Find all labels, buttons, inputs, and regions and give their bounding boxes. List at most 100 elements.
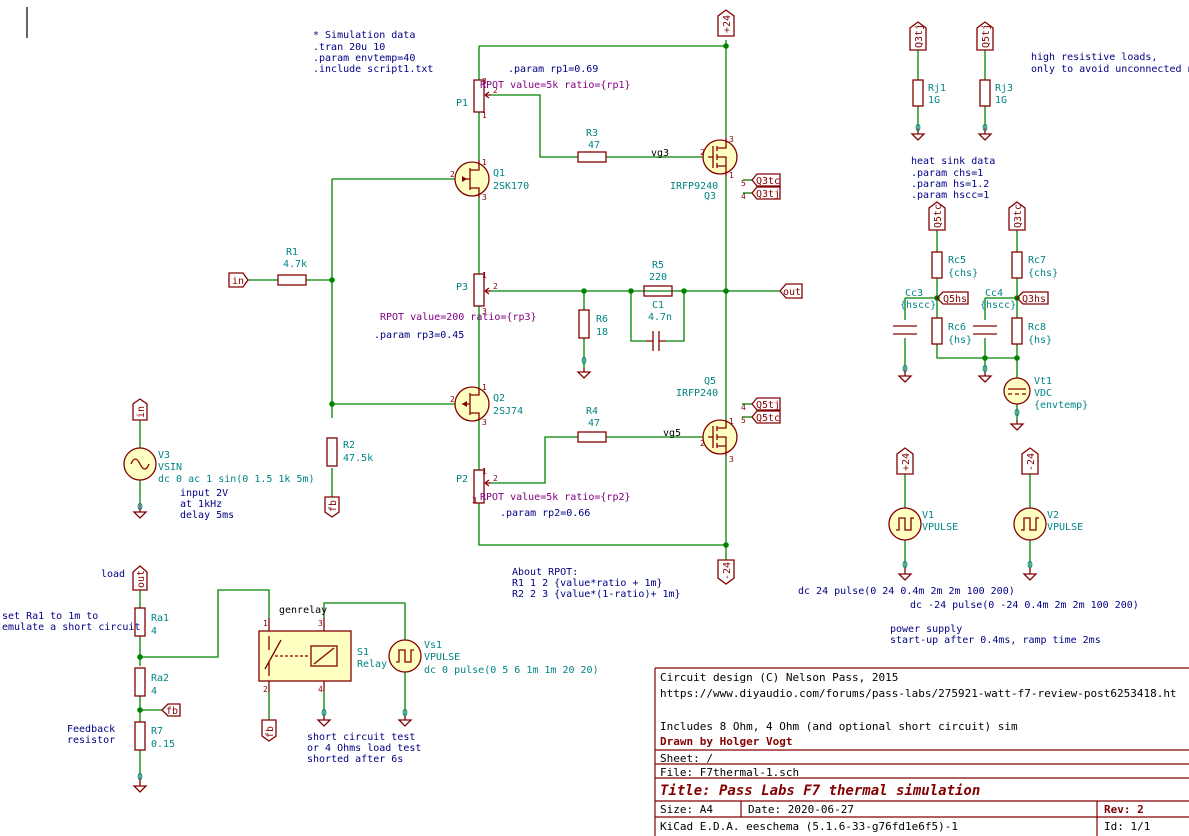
svg-text:5: 5 (741, 416, 746, 425)
label-fb-load[interactable]: fb (161, 703, 181, 717)
resistor-ra2[interactable]: Ra2 4 (134, 667, 169, 697)
label-q3tc[interactable]: Q3tc (751, 173, 781, 187)
svg-text:Rc5: Rc5 (948, 255, 966, 266)
potentiometer-p3[interactable]: 123 P3 RPOT value=200 ratio={rp3} (380, 271, 537, 323)
svg-text:dc 0 pulse(0 5 6 1m 1m 20 20): dc 0 pulse(0 5 6 1m 1m 20 20) (424, 665, 599, 676)
svg-text:S1: S1 (357, 647, 369, 658)
label-q5tc[interactable]: Q5tc (751, 410, 781, 424)
resistor-rc6[interactable]: Rc6 {hs} (931, 317, 972, 346)
loads-note: high resistive loads, only to avoid unco… (1031, 52, 1189, 75)
svg-text:Vt1: Vt1 (1034, 376, 1052, 387)
svg-text:18: 18 (596, 327, 608, 338)
tb-rev: Rev: 2 (1104, 803, 1144, 816)
power-flag-p24-top[interactable]: +24 (717, 9, 735, 37)
svg-text:VSIN: VSIN (158, 462, 182, 473)
resistor-rc5[interactable]: Rc5 {chs} (931, 251, 978, 279)
svg-text:.param chs=1: .param chs=1 (911, 168, 983, 179)
label-q5hs[interactable]: Q5hs (936, 291, 969, 305)
svg-text:R4: R4 (586, 406, 598, 417)
mosfet-q3[interactable]: 321 54 IRFP9240 Q3 (670, 135, 746, 202)
resistor-r7[interactable]: R7 0.15 (134, 721, 175, 751)
resistor-r1[interactable]: R1 4.7k (277, 247, 307, 286)
svg-text:.param hscc=1: .param hscc=1 (911, 190, 989, 201)
label-q5tj-rj3[interactable]: Q5tj (976, 21, 994, 51)
svg-text:VPULSE: VPULSE (922, 522, 958, 533)
svg-text:fb: fb (166, 706, 178, 717)
mosfet-q5[interactable]: 123 45 Q5 IRFP240 (676, 376, 746, 464)
svg-text:3: 3 (729, 455, 734, 464)
resistor-rc7[interactable]: Rc7 {chs} (1011, 251, 1058, 279)
label-q3tj-rj1[interactable]: Q3tj (909, 21, 927, 51)
resistor-rj1[interactable]: Rj1 1G (912, 79, 946, 107)
label-in[interactable]: in (228, 272, 249, 288)
source-vs1[interactable]: Vs1 VPULSE dc 0 pulse(0 5 6 1m 1m 20 20) (388, 639, 599, 676)
svg-text:2: 2 (493, 474, 498, 483)
label-q3hs[interactable]: Q3hs (1016, 291, 1049, 305)
svg-text:0: 0 (1027, 560, 1033, 571)
capacitor-cc4[interactable]: Cc4 {hscc} (973, 288, 1016, 335)
label-in-v3[interactable]: in (132, 398, 148, 421)
svg-text:VPULSE: VPULSE (1047, 522, 1083, 533)
power-flag-m24-v2[interactable]: -24 (1021, 447, 1039, 475)
resistor-r5[interactable]: R5 220 (643, 260, 673, 297)
svg-text:2: 2 (450, 395, 455, 404)
svg-text:3: 3 (472, 496, 477, 505)
source-v2[interactable]: V2 VPULSE (1013, 507, 1083, 541)
source-v3[interactable]: V3 VSIN dc 0 ac 1 sin(0 1.5 1k 5m) (123, 447, 315, 485)
title-block: Circuit design (C) Nelson Pass, 2015 htt… (654, 667, 1189, 836)
label-q5tc-rc5[interactable]: Q5tc (928, 201, 946, 231)
capacitor-c1[interactable]: C1 4.7n (646, 300, 672, 351)
resistor-rj3[interactable]: Rj3 1G (979, 79, 1013, 107)
jfet-q2[interactable]: 123 Q2 2SJ74 (450, 383, 523, 427)
potentiometer-p1[interactable]: 321 P1 RPOT value=5k ratio={rp1} (456, 77, 631, 120)
resistor-rc8[interactable]: Rc8 {hs} (1011, 317, 1052, 346)
source-vt1[interactable]: Vt1 VDC {envtemp} (1003, 376, 1088, 411)
svg-text:out: out (136, 570, 147, 588)
svg-text:out: out (783, 287, 801, 298)
svg-text:2: 2 (263, 685, 268, 694)
svg-text:2SJ74: 2SJ74 (493, 406, 523, 417)
ground-v2: 0 (1022, 560, 1038, 581)
power-flag-p24-v1[interactable]: +24 (896, 447, 914, 475)
svg-text:fb: fb (265, 726, 276, 738)
resistor-ra1[interactable]: Ra1 4 (134, 607, 169, 637)
svg-text:2: 2 (493, 86, 498, 95)
svg-text:1: 1 (729, 171, 734, 180)
resistor-r2[interactable]: R2 47.5k (326, 437, 373, 467)
resistor-r3[interactable]: R3 47 (577, 128, 607, 163)
svg-text:{chs}: {chs} (948, 268, 978, 279)
svg-text:220: 220 (649, 272, 667, 283)
svg-text:.tran 20u 10: .tran 20u 10 (313, 42, 385, 53)
label-q3tc-rc7[interactable]: Q3tc (1008, 201, 1026, 231)
potentiometer-p2[interactable]: 123 P2 RPOT value=5k ratio={rp2} (456, 467, 631, 505)
svg-text:1: 1 (482, 111, 487, 120)
label-out[interactable]: out (779, 283, 803, 299)
resistor-r4[interactable]: R4 47 (577, 406, 607, 443)
source-v1[interactable]: V1 VPULSE (888, 507, 958, 541)
svg-text:1: 1 (729, 417, 734, 426)
svg-text:5: 5 (741, 179, 746, 188)
label-q5tj[interactable]: Q5tj (751, 397, 781, 411)
capacitor-cc3[interactable]: Cc3 {hscc} (893, 288, 936, 335)
svg-text:3: 3 (318, 619, 323, 628)
svg-text:.param envtemp=40: .param envtemp=40 (313, 53, 415, 64)
ground-cc4: 0 (977, 364, 993, 383)
svg-text:{hs}: {hs} (1028, 335, 1052, 346)
label-out-load[interactable]: out (132, 565, 148, 591)
power-flag-m24-mid[interactable]: -24 (717, 559, 735, 585)
svg-text:0: 0 (137, 502, 143, 513)
svg-text:input 2V: input 2V (180, 488, 228, 499)
jfet-q1[interactable]: 123 Q1 2SK170 (450, 158, 529, 202)
svg-text:Q5tc: Q5tc (756, 413, 780, 424)
svg-text:0: 0 (321, 708, 327, 719)
svg-text:0: 0 (902, 560, 908, 571)
label-q3tj[interactable]: Q3tj (751, 186, 781, 200)
svg-text:47: 47 (588, 418, 600, 429)
resistor-r6[interactable]: R6 18 (578, 309, 608, 339)
svg-text:Q3: Q3 (704, 191, 716, 202)
label-fb-relay[interactable]: fb (261, 719, 277, 742)
svg-text:dc -24 pulse(0 -24 0.4m 2m 2m: dc -24 pulse(0 -24 0.4m 2m 2m 100 200) (910, 600, 1139, 611)
label-fb-r2[interactable]: fb (324, 496, 340, 518)
